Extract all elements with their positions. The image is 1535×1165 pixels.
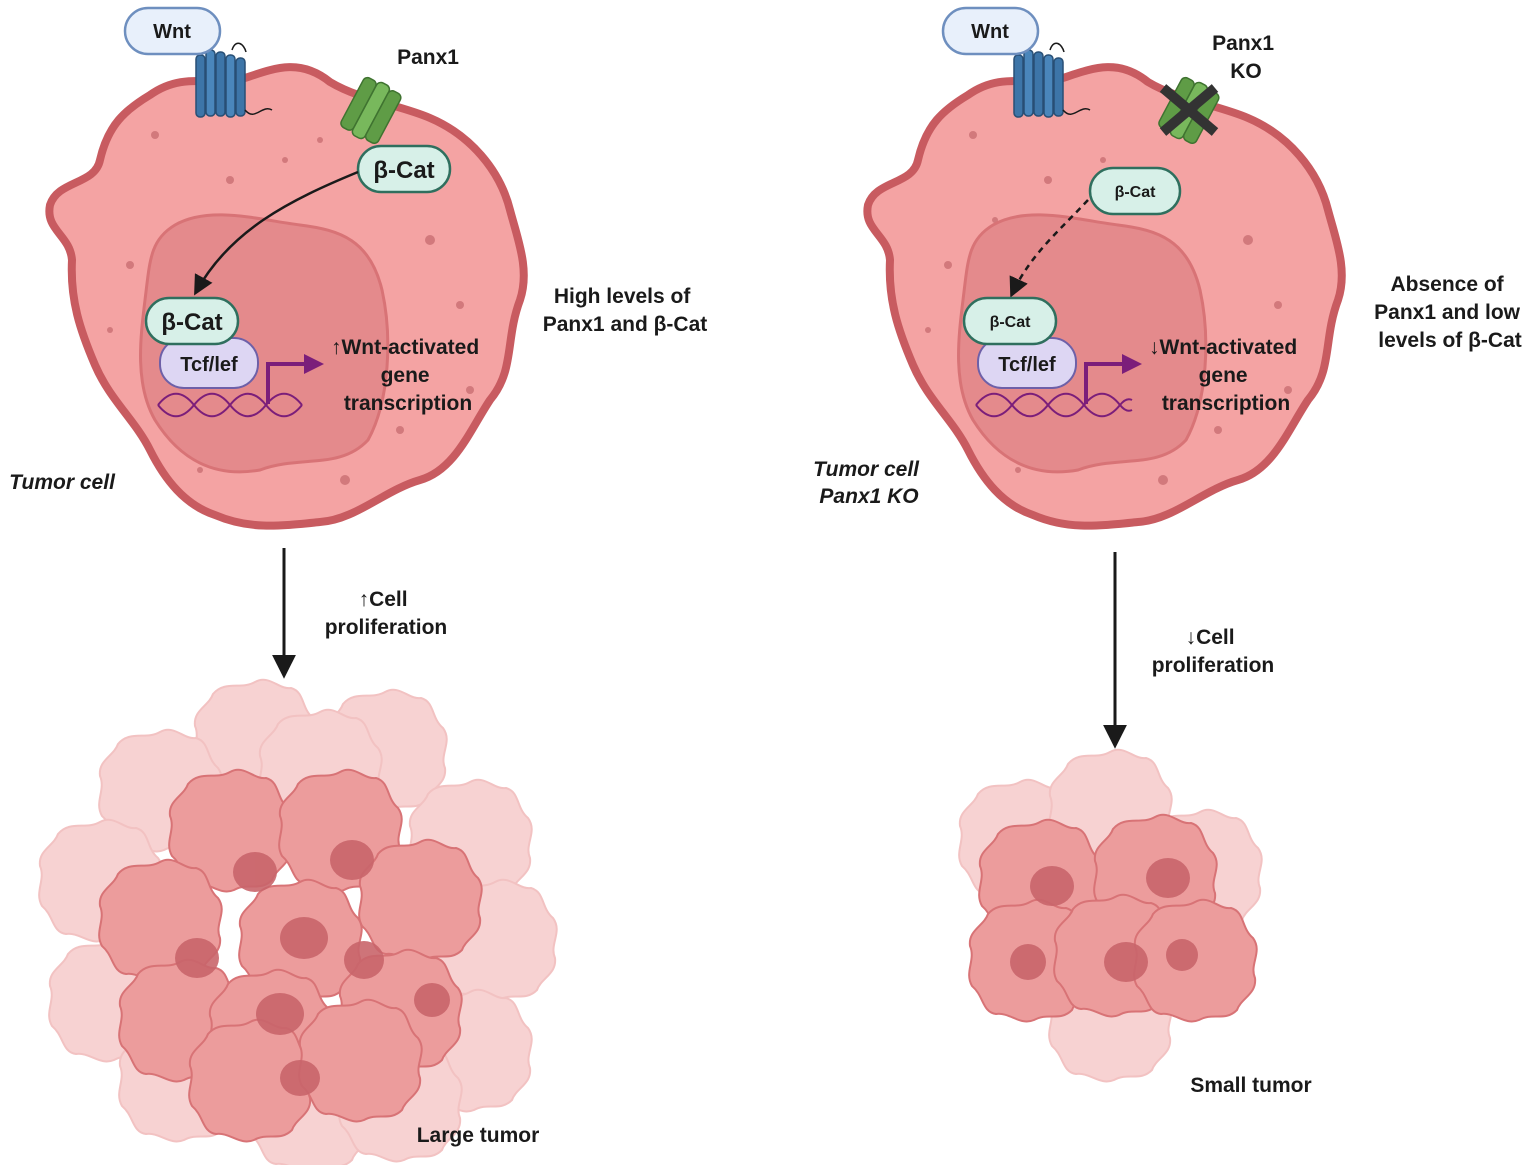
right-wnt-ligand: Wnt [941,6,1040,56]
right-cell-label: Tumor cell Panx1 KO [813,458,925,508]
left-bcat-nuc-label: β-Cat [161,309,222,336]
left-transcription-arrow [266,354,324,404]
right-bcat-nuc-label: β-Cat [990,314,1032,331]
right-bcat-cyto-label: β-Cat [1115,184,1157,201]
right-tcf-label: Tcf/lef [998,354,1056,376]
right-panel: Wnt Panx1 KO β-Cat Tcf/lef [813,6,1526,1097]
right-levels-text: Absence of Panx1 and low levels of β-Cat [1374,273,1526,352]
right-tcf-lef: Tcf/lef [977,337,1077,389]
right-prolif-text: ↓Cell proliferation [1152,626,1275,677]
left-tcf-label: Tcf/lef [180,354,238,376]
small-tumor [958,748,1263,1083]
left-panx1-label: Panx1 [397,46,459,69]
left-tcf-lef: Tcf/lef [159,337,259,389]
right-translocation-arrow [1009,199,1089,298]
left-panx1-channel [340,76,402,145]
right-cell-granules [925,131,1292,485]
left-translocation-arrow [194,170,359,296]
right-wnt-label: Wnt [971,21,1009,43]
ko-cross-icon [1159,84,1219,136]
left-wnt-ligand: Wnt [123,6,222,56]
left-bcat-cytoplasm: β-Cat [356,144,452,194]
right-bcat-nucleus: β-Cat [962,296,1058,346]
large-tumor-label: Large tumor [417,1124,540,1147]
left-panel: Wnt Panx1 β-Cat Tcf/lef β [9,6,708,1165]
left-cell-label: Tumor cell [9,471,116,494]
right-wnt-receptor [1013,42,1091,118]
left-bcat-cyto-label: β-Cat [373,157,434,184]
right-transcription-arrow [1084,354,1142,404]
left-wnt-label: Wnt [153,21,191,43]
large-tumor [38,678,558,1165]
left-bcat-nucleus: β-Cat [144,296,240,346]
right-dna [975,392,1133,418]
left-prolif-text: ↑Cell proliferation [325,588,448,639]
left-cell-granules [107,131,474,485]
right-bcat-cytoplasm: β-Cat [1088,166,1182,216]
left-levels-text: High levels of Panx1 and β-Cat [543,285,708,336]
right-panx1-label: Panx1 KO [1212,32,1280,83]
small-tumor-label: Small tumor [1190,1074,1311,1097]
left-wnt-receptor [195,42,273,118]
left-gene-text: ↑Wnt-activated gene transcription [331,336,485,415]
right-gene-text: ↓Wnt-activated gene transcription [1149,336,1303,415]
left-dna [157,392,303,418]
